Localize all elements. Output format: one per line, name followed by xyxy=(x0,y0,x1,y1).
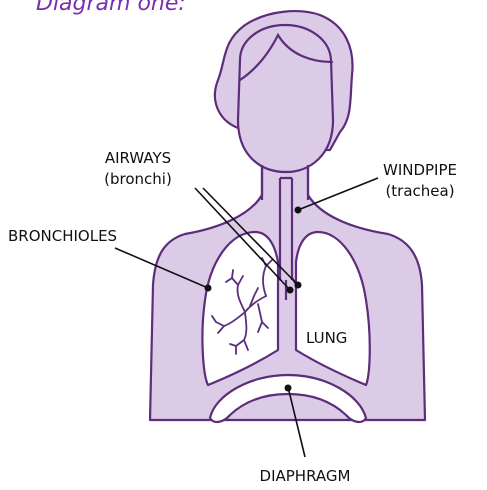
diaphragm-label: DIAPHRAGM xyxy=(230,466,380,487)
face-shape xyxy=(238,25,333,172)
bronchioles-dot xyxy=(205,285,212,292)
airways-dot-1 xyxy=(287,287,294,294)
windpipe-label-main: WINDPIPE xyxy=(360,160,480,181)
airways-label-main: AIRWAYS xyxy=(78,148,198,169)
windpipe-label-sub: (trachea) xyxy=(360,181,480,202)
airways-dot-2 xyxy=(295,282,302,289)
airways-label-sub: (bronchi) xyxy=(78,169,198,190)
airways-label: AIRWAYS (bronchi) xyxy=(78,148,198,190)
diagram-title: Diagram one: xyxy=(36,0,186,16)
windpipe-dot xyxy=(295,207,302,214)
bronchioles-label: BRONCHIOLES xyxy=(8,226,117,247)
windpipe-label: WINDPIPE (trachea) xyxy=(360,160,480,202)
diaphragm-dot xyxy=(285,385,292,392)
lung-label: LUNG xyxy=(306,328,347,349)
